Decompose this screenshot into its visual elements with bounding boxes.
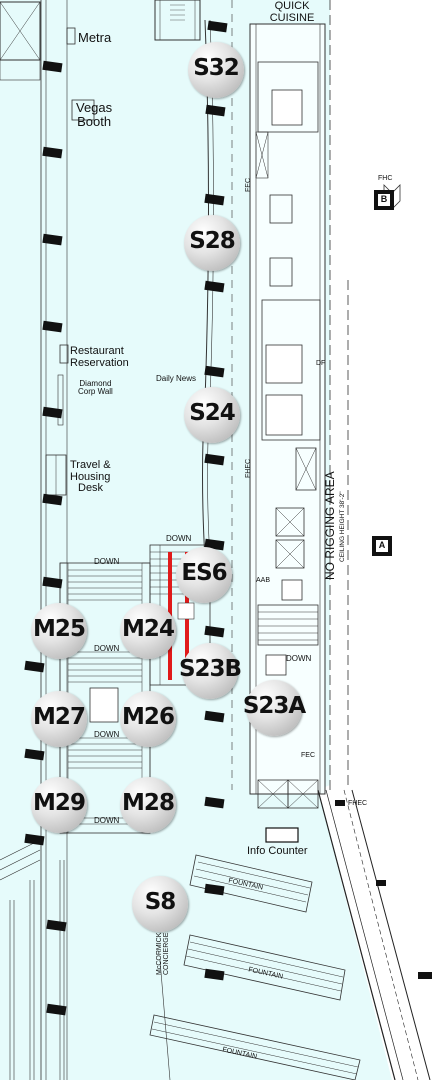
badge-s23b-label: S23B (178, 656, 242, 682)
badge-m26[interactable]: M26 (120, 691, 176, 747)
badge-m29[interactable]: M29 (31, 777, 87, 833)
fhc-label: FHC (378, 175, 393, 182)
column-marker-a (372, 536, 392, 556)
badge-s28-label: S28 (189, 228, 236, 254)
badge-es6-label: ES6 (181, 560, 227, 586)
badge-s8-label: S8 (144, 889, 177, 915)
mccormick-concierge-label: McCORMICK CONCIERGE (156, 932, 170, 975)
badge-m25[interactable]: M25 (31, 603, 87, 659)
column-a-label: A (378, 540, 386, 550)
badge-m26-label: M26 (122, 704, 175, 730)
badge-s23a[interactable]: S23A (243, 680, 306, 736)
aab-label: AAB (256, 577, 271, 584)
fec-label-2: FEC (301, 752, 315, 759)
badge-m28-label: M28 (122, 790, 175, 816)
badge-s8[interactable]: S8 (132, 876, 188, 932)
badge-s23a-label: S23A (242, 693, 306, 719)
down-label-3: DOWN (94, 730, 120, 739)
fhec-label-1: FHEC (245, 458, 252, 478)
badge-s23b[interactable]: S23B (179, 643, 242, 699)
badge-m28[interactable]: M28 (120, 777, 176, 833)
badge-m27[interactable]: M27 (31, 691, 87, 747)
no-rigging-area-label: NO RIGGING AREA (323, 471, 337, 580)
column-b-label: B (380, 194, 388, 204)
badge-s28[interactable]: S28 (184, 215, 240, 271)
info-counter-label: Info Counter (247, 845, 308, 857)
down-label-2: DOWN (94, 644, 120, 653)
badge-s24-label: S24 (189, 400, 236, 426)
badge-es6[interactable]: ES6 (176, 547, 232, 603)
badge-m27-label: M27 (33, 704, 86, 730)
badge-s32-label: S32 (193, 55, 240, 81)
badge-s24[interactable]: S24 (184, 387, 240, 443)
metra-label: Metra (78, 30, 112, 45)
down-label-stair: DOWN (286, 654, 312, 663)
quick-cuisine-label: QUICK CUISINE (269, 0, 315, 24)
badge-m29-label: M29 (33, 790, 86, 816)
restaurant-reservation-label: Restaurant Reservation (70, 345, 129, 369)
down-label-1: DOWN (94, 557, 120, 566)
fec-label-1: FEC (245, 178, 252, 192)
travel-housing-desk-label: Travel & Housing Desk (70, 459, 111, 495)
df-label: DF (316, 360, 326, 367)
down-label-4: DOWN (94, 816, 120, 825)
daily-news-label: Daily News (156, 374, 197, 383)
diamond-corp-wall-label: Diamond Corp Wall (78, 379, 113, 397)
vegas-booth-label: Vegas Booth (76, 100, 113, 129)
column-marker-b (374, 184, 401, 210)
badge-s32[interactable]: S32 (188, 42, 244, 98)
down-label-es6: DOWN (166, 534, 192, 543)
badge-m24[interactable]: M24 (120, 603, 176, 659)
fhec-label-2: FHEC (348, 800, 368, 807)
ceiling-height-label: CEILING HEIGHT 38'-2" (339, 491, 346, 562)
badge-m24-label: M24 (122, 616, 175, 642)
badge-m25-label: M25 (33, 616, 86, 642)
